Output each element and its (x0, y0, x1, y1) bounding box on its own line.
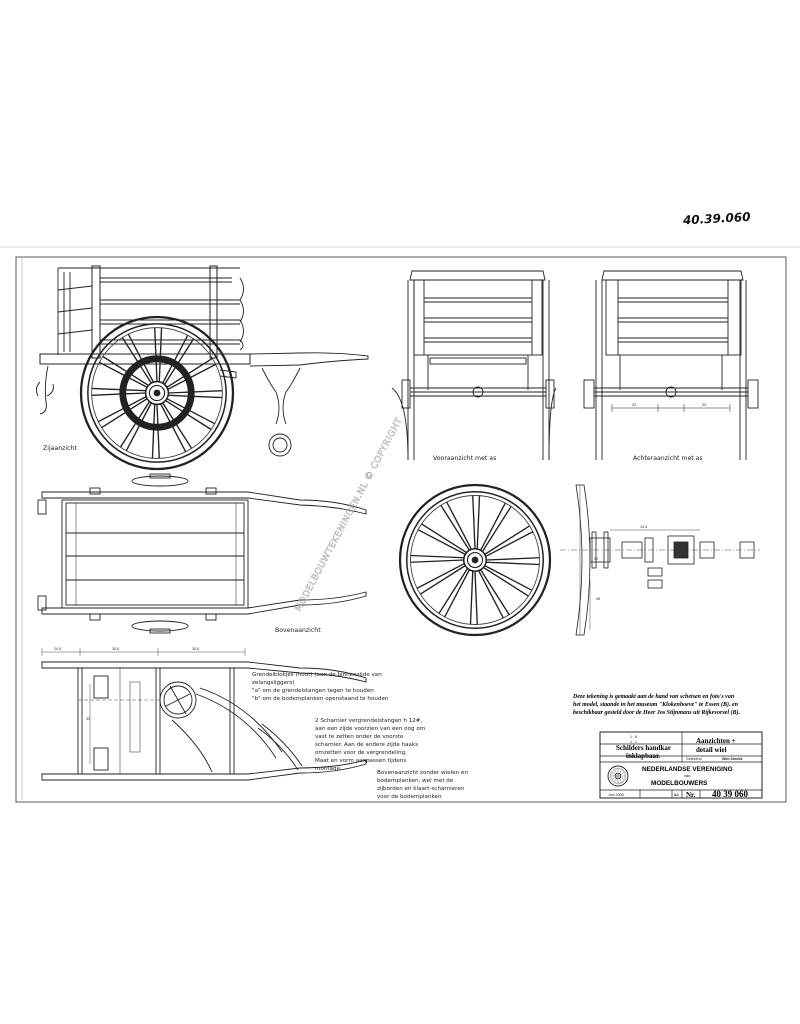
wheel-section (560, 484, 760, 636)
wheel-dim-45: 45 (596, 597, 600, 601)
drawing-format: A2 (674, 793, 679, 797)
svg-text:Bovenaanzicht zonder wielen en: Bovenaanzicht zonder wielen en (377, 770, 468, 776)
svg-text:montage.: montage. (315, 766, 342, 772)
drawing-title-2: detail wiel (696, 746, 727, 754)
svg-text:zelangsliggers): zelangsliggers) (252, 680, 294, 686)
svg-text:voor de bodemplanken: voor de bodemplanken (377, 794, 442, 800)
svg-text:het model, staande in het muse: het model, staande in het museum "Kloken… (573, 701, 739, 708)
top-view (37, 473, 367, 634)
svg-text:zijborden en klaart-scharniere: zijborden en klaart-scharnieren (377, 786, 465, 792)
rear-view-label: Achteraanzicht met as (633, 455, 703, 462)
bottom-view-note: Bovenaanzicht zonder wielen en bodemplan… (377, 770, 468, 800)
front-view (391, 270, 557, 461)
chassis-dim-245: 24,5 (54, 647, 61, 651)
svg-text:bodemplanken, wel met de: bodemplanken, wel met de (377, 778, 454, 784)
chassis-dim-30: 30 (594, 557, 598, 561)
svg-text:2 Scharnier vergrendelstangen: 2 Scharnier vergrendelstangen h 12#, (315, 718, 422, 724)
drawing-date: Juni 2008 (608, 793, 624, 797)
drawing-border (15, 256, 787, 803)
drawn-by: Wim Smolts (722, 757, 743, 761)
rear-dim-33a: 33 (632, 403, 636, 407)
side-view-body (35, 265, 369, 457)
chassis-dim-305b: 30,5 (192, 647, 199, 651)
svg-text:"b" om de bodemplanken opensta: "b" om de bodemplanken openstaand te hou… (252, 696, 389, 702)
side-view-label: Zijaanzicht (43, 445, 77, 452)
scale-1: 1 : 8 (630, 735, 637, 739)
front-view-label: Vooraanzicht met as (433, 455, 496, 462)
model-name-1: Schilders handkar (616, 744, 671, 752)
svg-text:"a" om de grendelstangen tegen: "a" om de grendelstangen tegen te houden (252, 688, 374, 694)
top-view-label: Bovenaanzicht (275, 627, 321, 634)
provenance-note: Deze tekening is gemaakt aan de hand van… (572, 694, 741, 716)
drawing-number: 40 39 060 (712, 789, 749, 799)
svg-text:Grendelblokjes (hout) (aan de: Grendelblokjes (hout) (aan de binnenzijd… (252, 672, 382, 678)
rear-dim-33b: 33 (702, 403, 706, 407)
sheet-ref: 40.39.060 (682, 210, 751, 228)
chassis-dim-305a: 30,5 (112, 647, 119, 651)
rear-view (583, 270, 759, 460)
svg-text:vast te zetten onder de voorst: vast te zetten onder de voorste (315, 734, 404, 740)
title-block (599, 731, 763, 799)
svg-text:scharnier. Aan de andere zijde: scharnier. Aan de andere zijde haaks (315, 742, 418, 748)
svg-text:aan een zijde voorzien van een: aan een zijde voorzien van een oog om (315, 726, 425, 732)
model-name-2: inklapbaar. (626, 752, 660, 760)
drawn-by-label: Getekend (686, 757, 702, 761)
scharnier-note: 2 Scharnier vergrendelstangen h 12#, aan… (315, 718, 425, 772)
chassis-view (41, 648, 367, 781)
org-line-2: van (684, 773, 690, 778)
number-label: Nr. (686, 791, 696, 799)
svg-text:Maat en vorm aanpassen tijdens: Maat en vorm aanpassen tijdens (315, 758, 406, 764)
side-view (35, 265, 369, 469)
org-line-1: NEDERLANDSE VERENIGING (642, 766, 733, 773)
wheel-dim-135: 13,5 (640, 525, 647, 529)
svg-text:beschikbaar gesteld door de He: beschikbaar gesteld door de Heer Jos Sti… (573, 709, 741, 716)
org-line-3: MODELBOUWERS (651, 780, 708, 787)
grendel-note: Grendelblokjes (hout) (aan de binnenzijd… (252, 672, 389, 702)
svg-text:omzetten voor de vergrendeling: omzetten voor de vergrendeling. (315, 750, 407, 756)
drawing-title-1: Aanzichten + (696, 737, 736, 745)
scale-2: 1 : 1 (630, 740, 637, 744)
svg-text:Deze tekening is gemaakt aan d: Deze tekening is gemaakt aan de hand van… (572, 694, 735, 700)
chassis-dim-33: 33 (86, 717, 90, 721)
